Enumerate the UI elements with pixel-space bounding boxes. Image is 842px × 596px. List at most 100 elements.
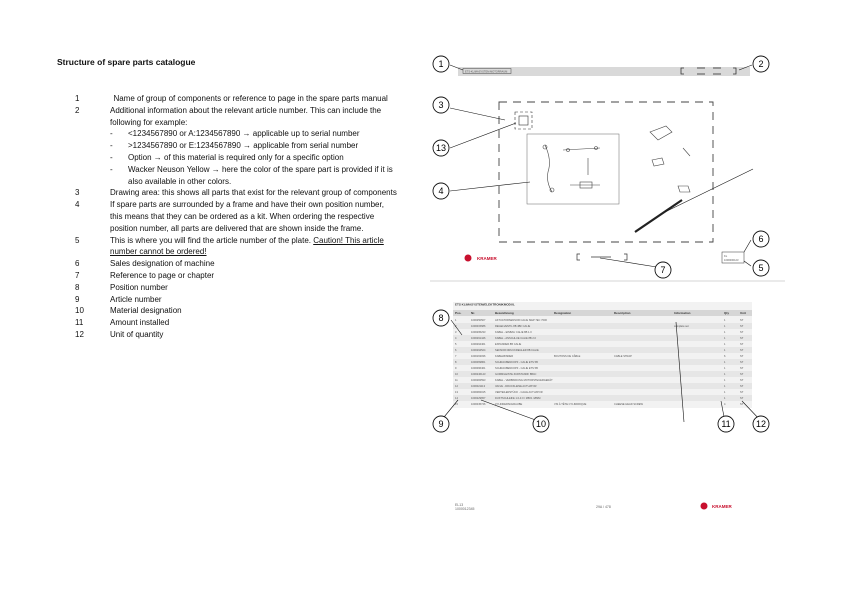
table-cell: 6	[455, 348, 457, 352]
table-cell: KABEL - EINBAU CALIE 8B 1.0	[495, 330, 532, 334]
table-cell: EXPANDER 8B CALIE	[495, 342, 521, 346]
table-header-cell: Nr.	[471, 311, 475, 315]
table-cell: 6	[724, 354, 726, 358]
group-name-text: ETS-KLIMASYSTEM MOTORRAUM	[465, 70, 507, 74]
callout-number: 7	[660, 265, 665, 275]
table-cell: 1000163036	[471, 354, 486, 358]
table-row-bg	[453, 335, 752, 341]
table-cell: SCHRAUBENKOPF - CALIE ETS 5B	[495, 360, 538, 364]
table-cell: 12	[455, 384, 458, 388]
callout-number: 13	[436, 143, 446, 153]
callout-number: 11	[721, 419, 730, 429]
callout-circle	[752, 55, 770, 73]
callout-circle	[752, 415, 770, 433]
parts-drawing	[542, 125, 691, 193]
callout-number: 1	[438, 59, 443, 69]
table-cell: ST	[740, 330, 744, 334]
table-cell: 1000084015	[471, 390, 486, 394]
sub-item: -<1234567890 or A:1234567890 → applicabl…	[110, 129, 360, 139]
footer-brand: KRAMER	[712, 504, 732, 509]
table-cell: 1000021113	[471, 384, 486, 388]
table-cell: ST	[740, 396, 744, 400]
table-cell: ST	[740, 390, 744, 394]
table-cell: 1	[724, 330, 726, 334]
table-cell: 1	[724, 372, 726, 376]
table-cell: BOUTONS DE CÂBLE	[554, 353, 581, 358]
table-cell: CABLE STRAP	[614, 354, 632, 358]
table-cell: 1000294461	[471, 342, 486, 346]
callout-number: 6	[758, 234, 763, 244]
callout-circle	[532, 415, 550, 433]
list-item: 2 Additional information about the relev…	[57, 105, 397, 188]
table-cell: 11	[455, 378, 458, 382]
table-cell: VIS À TÊTE CYLINDRIQUE	[554, 401, 587, 406]
item-number: 1	[75, 94, 80, 103]
chapter-reference	[576, 253, 628, 261]
table-header-cell: Description	[614, 311, 631, 315]
callout-circle	[654, 261, 672, 279]
sub-item: -Option → of this material is required o…	[110, 152, 344, 162]
table-cell: 1000284593	[471, 378, 486, 382]
header-band	[458, 67, 750, 76]
table-cell: 14	[455, 396, 458, 400]
footer-page: 29A / 478	[596, 505, 611, 509]
table-cell: DUKTSCHLEIFE 1.0-3.0 / M8X1 18MM	[495, 396, 540, 400]
table-header-cell: Unit	[740, 311, 746, 315]
table-cell: 1	[724, 396, 726, 400]
table-cell: ST	[740, 336, 744, 340]
table-row-bg	[453, 383, 752, 389]
table-cell: 1000246143	[471, 372, 486, 376]
table-cell: ST	[740, 402, 744, 406]
table-cell: 7	[455, 354, 457, 358]
hose-part	[634, 199, 683, 233]
group-name-box	[462, 68, 512, 74]
table-cell: ST	[740, 366, 744, 370]
table-cell: 1	[724, 360, 726, 364]
table-cell: ST	[740, 372, 744, 376]
table-cell: 8	[455, 360, 457, 364]
callout-circle	[432, 182, 450, 200]
table-cell: CHEESE HEAD SCREW	[614, 402, 644, 406]
table-cell: 1	[724, 384, 726, 388]
sub-item: ->1234567890 or E:1234567890 → applicabl…	[110, 141, 359, 151]
table-cell: complete set	[674, 324, 689, 328]
page-title: Structure of spare parts catalogue	[57, 57, 196, 67]
table-cell: ST	[740, 384, 744, 388]
table-title: ETS KLIMASYSTEM/ELEKTRONIKMODUL	[455, 303, 515, 307]
table-cell: ST	[740, 348, 744, 352]
table-cell: 1000015686	[471, 324, 486, 328]
kit-icon	[514, 111, 533, 130]
svg-text:KL: KL	[724, 254, 728, 258]
callout-circle	[717, 415, 735, 433]
footer-logo-icon	[700, 502, 708, 510]
footer-left-2: 1000012345	[455, 507, 475, 511]
table-cell: 1	[724, 342, 726, 346]
callout-circle	[432, 415, 450, 433]
table-cell: 3	[455, 330, 457, 334]
table-cell: 9	[455, 366, 457, 370]
table-cell: ST	[740, 318, 744, 322]
table-cell: 4	[455, 336, 457, 340]
table-header-cell: Qty	[724, 311, 729, 315]
brand-name: KRAMER	[477, 256, 497, 261]
table-cell: GUMMILEISTE ZURSTANDF 8B4C	[495, 372, 536, 376]
callout-number: 9	[438, 419, 443, 429]
table-cell: 4	[724, 402, 726, 406]
table-cell: REGELVENTIL 8B 4BF CALIE	[495, 324, 530, 328]
table-cell: 1000291446	[471, 336, 486, 340]
callout-circle	[432, 96, 450, 114]
footer-left-1: EL13	[455, 503, 463, 507]
table-cell: 1	[724, 390, 726, 394]
table-cell: 1	[724, 378, 726, 382]
table-cell: 1000045746	[471, 402, 486, 406]
leader-lines	[439, 64, 763, 423]
table-row-bg	[453, 323, 752, 329]
